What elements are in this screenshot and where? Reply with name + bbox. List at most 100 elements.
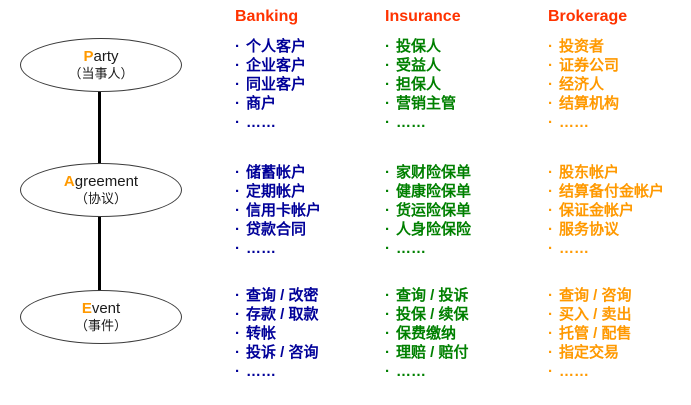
bullet-icon: · (548, 306, 553, 323)
list-item: ·受益人 (385, 56, 535, 75)
cell-insurance-agreement: ·家财险保单 ·健康险保单 ·货运险保单 ·人身险保险 ·…… (385, 163, 535, 258)
list-item: ·…… (548, 239, 691, 258)
item-label: …… (246, 363, 276, 380)
cell-banking-party: ·个人客户 ·企业客户 ·同业客户 ·商户 ·…… (235, 37, 385, 132)
list-item: ·保证金帐户 (548, 201, 691, 220)
cell-brokerage-event: ·查询 / 咨询 · 买入 / 卖出 · 托管 / 配售 ·指定交易 ·…… (548, 286, 691, 381)
bullet-icon: · (385, 202, 390, 219)
bullet-icon: · (548, 325, 553, 342)
list-item: ·保费缴纳 (385, 324, 535, 343)
item-label: 存款 / 取款 (246, 306, 319, 323)
item-label: …… (246, 114, 276, 131)
item-label: 证券公司 (559, 57, 620, 74)
list-item: ·…… (235, 239, 385, 258)
cell-brokerage-party: ·投资者 ·证券公司 ·经济人 ·结算机构 ·…… (548, 37, 691, 132)
node-event-title: Event (82, 300, 120, 317)
item-label: 转帐 (246, 325, 277, 342)
node-party: Party （当事人） (20, 38, 182, 92)
bullet-icon: · (385, 114, 390, 131)
item-label: 定期帐户 (246, 183, 307, 200)
bullet-icon: · (548, 221, 553, 238)
cell-banking-agreement: ·储蓄帐户 ·定期帐户 ·信用卡帐户 ·贷款合同 ·…… (235, 163, 385, 258)
list-item: ·定期帐户 (235, 182, 385, 201)
bullet-icon: · (385, 38, 390, 55)
list-item: ·查询 / 咨询 (548, 286, 691, 305)
item-label: 查询 / 改密 (246, 287, 319, 304)
item-label: …… (396, 114, 426, 131)
list-item: ·货运险保单 (385, 201, 535, 220)
item-label: 同业客户 (246, 76, 307, 93)
node-event-initial: E (81, 300, 92, 318)
bullet-icon: · (235, 221, 240, 238)
bullet-icon: · (548, 344, 553, 361)
item-label: 经济人 (559, 76, 605, 93)
list-item: ·人身险保险 (385, 220, 535, 239)
list-item: · …… (235, 362, 385, 381)
node-agreement: Agreement （协议） (20, 163, 182, 217)
item-label: 结算机构 (559, 95, 620, 112)
list-item: · 投资者 (548, 37, 691, 56)
item-label: 受益人 (396, 57, 442, 74)
bullet-icon: · (385, 287, 390, 304)
bullet-icon: · (385, 240, 390, 257)
list-item: ·个人客户 (235, 37, 385, 56)
list-item: ·股东帐户 (548, 163, 691, 182)
bullet-icon: · (548, 38, 553, 55)
item-label: 服务协议 (559, 221, 620, 238)
list-item: ·证券公司 (548, 56, 691, 75)
list-item: · …… (235, 113, 385, 132)
list-item: ·企业客户 (235, 56, 385, 75)
bullet-icon: · (235, 202, 240, 219)
item-label: 托管 / 配售 (559, 325, 632, 342)
item-label: 营销主管 (396, 95, 457, 112)
item-label: 保费缴纳 (396, 325, 457, 342)
item-label: 投保 / 续保 (396, 306, 469, 323)
item-label: 查询 / 投诉 (396, 287, 469, 304)
item-label: 买入 / 卖出 (559, 306, 632, 323)
node-party-rest: arty (93, 48, 119, 66)
cell-insurance-event: ·查询 / 投诉 ·投保 / 续保 ·保费缴纳 ·理赔 / 赔付 ·…… (385, 286, 535, 381)
node-agreement-subtitle: （协议） (74, 190, 127, 206)
node-agreement-title: Agreement (64, 173, 138, 190)
bullet-icon: · (235, 240, 240, 257)
cell-banking-event: ·查询 / 改密 ·存款 / 取款 ·转帐 ·投诉 / 咨询 ·…… (235, 286, 385, 381)
list-item: · 托管 / 配售 (548, 324, 691, 343)
cell-brokerage-agreement: ·股东帐户 ·结算备付金帐户 ·保证金帐户 · 服务协议 ·…… (548, 163, 691, 258)
list-item: ·…… (548, 362, 691, 381)
list-item: ·家财险保单 (385, 163, 535, 182)
item-label: 结算备付金帐户 (559, 183, 665, 200)
list-item: ·信用卡帐户 (235, 201, 385, 220)
item-label: 投诉 / 咨询 (246, 344, 319, 361)
item-label: …… (559, 240, 589, 257)
list-item: ·担保人 (385, 75, 535, 94)
list-item: · 服务协议 (548, 220, 691, 239)
item-label: 股东帐户 (559, 164, 620, 181)
bullet-icon: · (235, 57, 240, 74)
bullet-icon: · (385, 76, 390, 93)
list-item: ·指定交易 (548, 343, 691, 362)
bullet-icon: · (548, 363, 553, 380)
node-agreement-rest: greement (74, 173, 139, 191)
bullet-icon: · (235, 363, 240, 380)
list-item: · 营销主管 (385, 94, 535, 113)
bullet-icon: · (385, 95, 390, 112)
list-item: ·健康险保单 (385, 182, 535, 201)
cell-insurance-party: ·投保人 ·受益人 ·担保人 ·营销主管 ·…… (385, 37, 535, 132)
node-party-title: Party (83, 48, 118, 65)
list-item: ·贷款合同 (235, 220, 385, 239)
item-label: 人身险保险 (396, 221, 472, 238)
list-item: ·存款 / 取款 (235, 305, 385, 324)
item-label: 储蓄帐户 (246, 164, 307, 181)
bullet-icon: · (235, 164, 240, 181)
node-event-subtitle: （事件） (74, 317, 127, 333)
item-label: 保证金帐户 (559, 202, 635, 219)
bullet-icon: · (235, 114, 240, 131)
bullet-icon: · (235, 325, 240, 342)
bullet-icon: · (235, 95, 240, 112)
item-label: 投资者 (559, 38, 605, 55)
node-party-initial: P (83, 48, 94, 66)
list-item: ·结算备付金帐户 (548, 182, 691, 201)
list-item: ·…… (385, 362, 535, 381)
list-item: ·理赔 / 赔付 (385, 343, 535, 362)
